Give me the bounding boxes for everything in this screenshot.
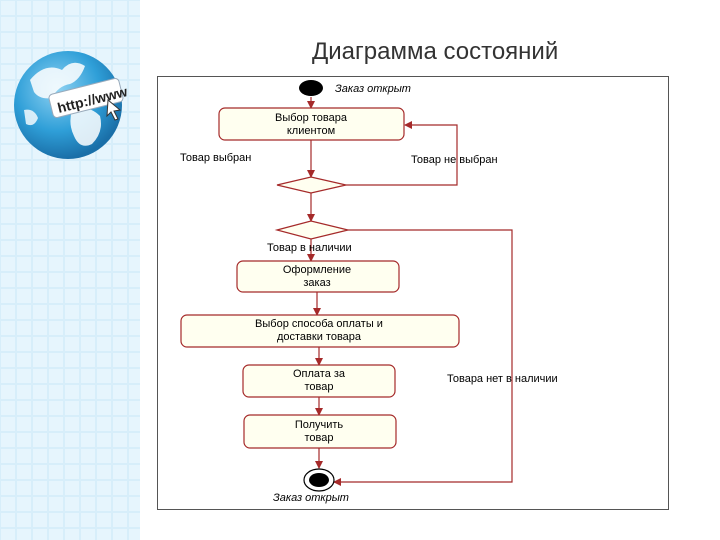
start-label: Заказ открыт — [335, 83, 411, 95]
state-order-line1: Оформление — [283, 264, 351, 276]
state-order: Оформление заказ — [236, 260, 400, 293]
transition-not-selected-loop — [346, 121, 458, 186]
end-label: Заказ открыт — [273, 492, 349, 504]
state-pay-line1: Оплата за — [293, 368, 346, 380]
decision-in-stock — [274, 220, 349, 240]
guard-selected: Товар выбран — [180, 152, 251, 164]
state-pay: Оплата за товар — [242, 364, 396, 398]
guard-in-stock: Товар в наличии — [267, 242, 352, 254]
state-diagram: Заказ открыт Выбор товара клиентом Товар… — [180, 80, 558, 504]
state-select: Выбор товара клиентом — [218, 107, 405, 141]
diagram-frame: Заказ открыт Выбор товара клиентом Товар… — [157, 76, 669, 510]
state-payment-line1: Выбор способа оплаты и — [255, 318, 383, 330]
decision-selected — [276, 176, 347, 194]
state-select-line1: Выбор товара — [275, 112, 348, 124]
end-node — [303, 468, 335, 492]
start-node — [299, 80, 323, 96]
guard-out-of-stock: Товара нет в наличии — [447, 373, 558, 385]
state-payment-method: Выбор способа оплаты и доставки товара — [180, 314, 460, 348]
state-order-line2: заказ — [303, 277, 330, 289]
transitions — [307, 97, 513, 486]
state-select-line2: клиентом — [287, 125, 335, 137]
state-receive-line1: Получить — [295, 419, 344, 431]
state-receive-line2: товар — [305, 432, 334, 444]
state-receive: Получить товар — [243, 414, 397, 449]
transition-out-of-stock — [333, 229, 513, 486]
guard-not-selected: Товар не выбран — [411, 154, 498, 166]
state-pay-line2: товар — [305, 381, 334, 393]
sidebar-background: http://www — [0, 0, 140, 540]
slide-title: Диаграмма состояний — [312, 38, 559, 65]
state-payment-line2: доставки товара — [277, 331, 362, 343]
